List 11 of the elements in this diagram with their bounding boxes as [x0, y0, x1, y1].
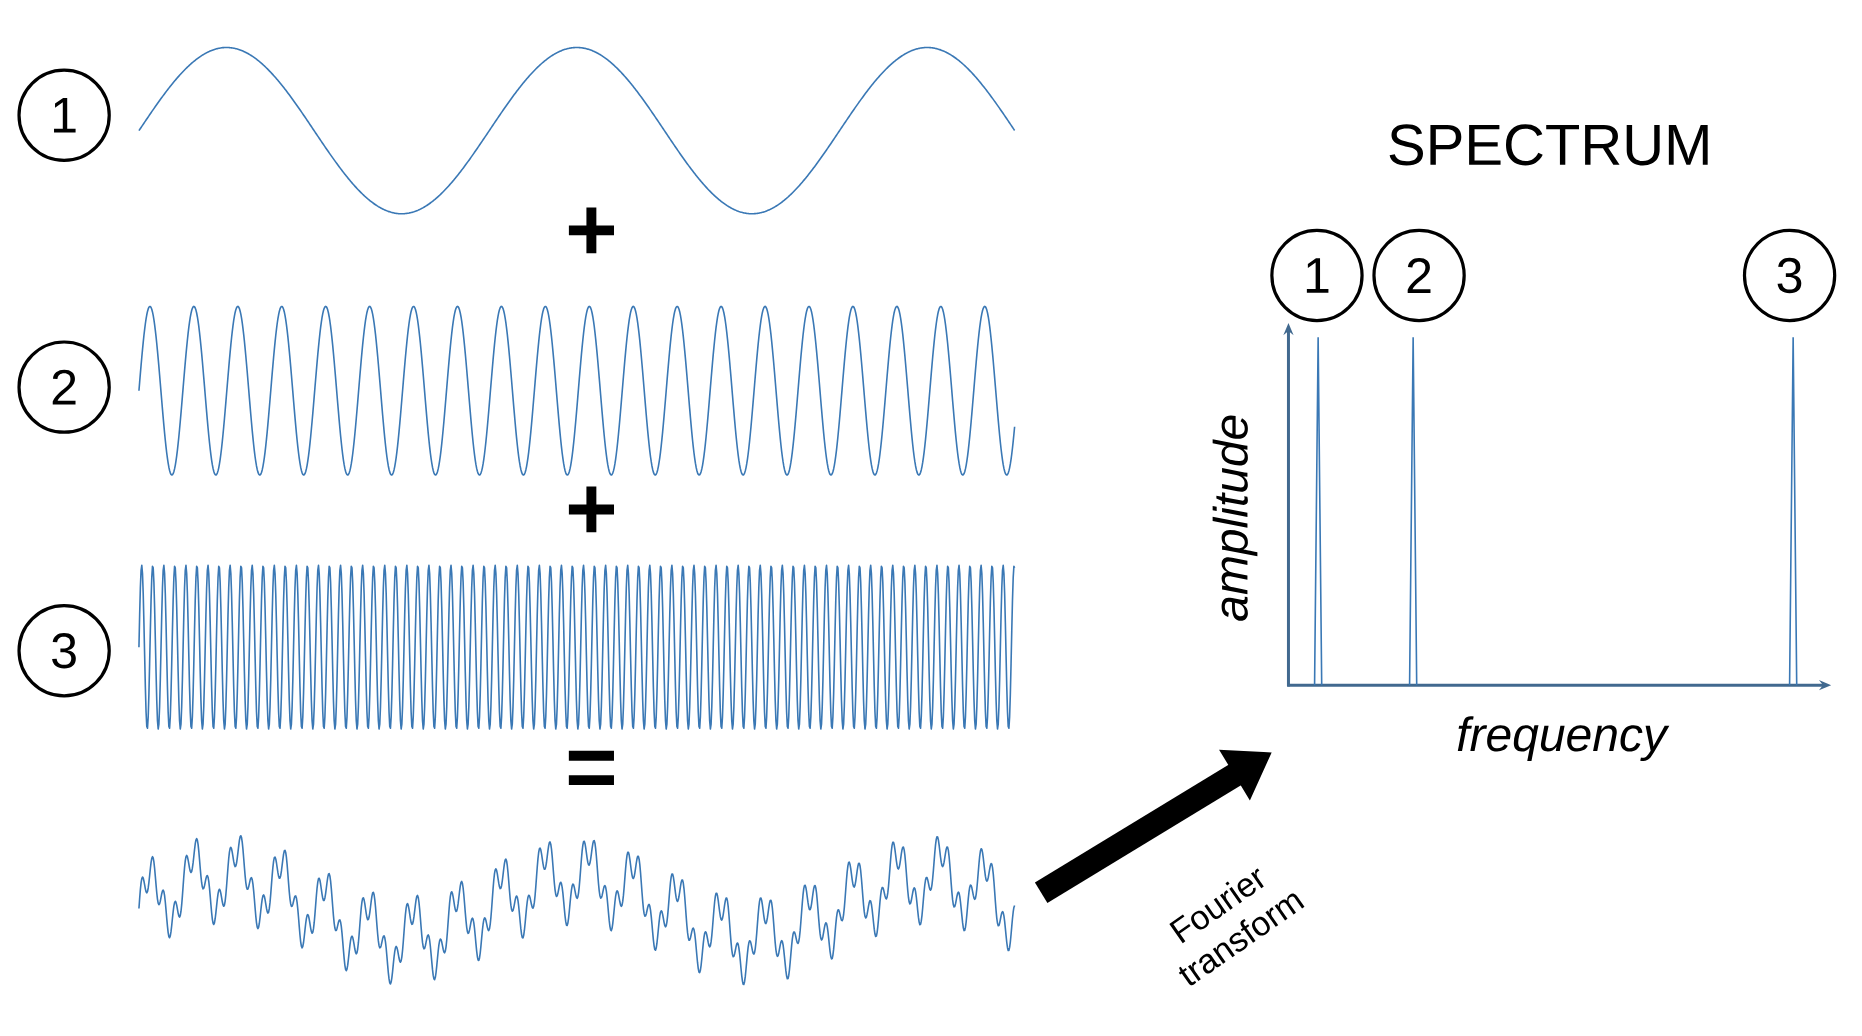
axis-label: amplitude: [1212, 415, 1258, 621]
circled-number: 3: [1742, 228, 1837, 323]
circled-number: 3: [17, 604, 111, 698]
composite-wave-drawing: [138, 834, 1016, 986]
plus-sign: +: [568, 486, 614, 533]
circled-number: 2: [1372, 228, 1466, 323]
circled-number: 1: [1270, 228, 1364, 323]
circled-number: 1: [17, 68, 111, 162]
circled-number: 2: [17, 340, 111, 434]
title: SPECTRUM: [1389, 124, 1708, 166]
plus-sign: +: [568, 207, 614, 254]
